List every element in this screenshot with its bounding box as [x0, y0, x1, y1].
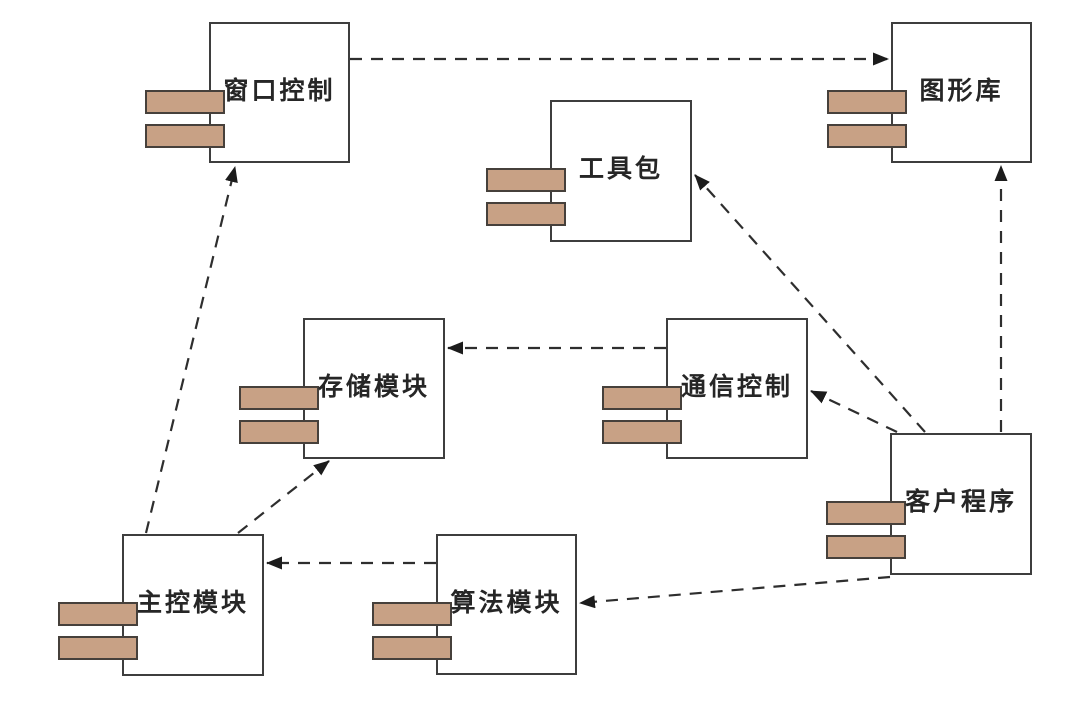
component-client-program: 客户程序 — [826, 433, 1032, 575]
component-label: 通信控制 — [680, 371, 793, 401]
connection-client-program-to-toolkit — [694, 174, 926, 433]
component-tab-icon — [372, 636, 452, 660]
component-tab-icon — [827, 90, 907, 114]
component-tab-icon — [58, 602, 138, 626]
component-label: 客户程序 — [904, 487, 1017, 516]
component-label: 图形库 — [919, 75, 1004, 105]
component-tab-icon — [58, 636, 138, 660]
component-tab-icon — [826, 501, 906, 525]
connection-client-program-to-communication-control — [810, 390, 898, 433]
component-tab-icon — [239, 386, 319, 410]
connection-main-control-module-to-window-control — [144, 166, 238, 534]
component-tab-icon — [486, 202, 566, 226]
component-storage-module: 存储模块 — [239, 318, 445, 459]
connection-client-program-to-algorithm-module — [579, 575, 891, 609]
component-tab-icon — [372, 602, 452, 626]
component-window-control: 窗口控制 — [145, 22, 350, 163]
component-tab-icon — [827, 124, 907, 148]
component-label: 窗口控制 — [223, 75, 336, 105]
component-label: 主控模块 — [136, 588, 249, 617]
component-communication-control: 通信控制 — [602, 318, 808, 459]
component-tab-icon — [145, 90, 225, 114]
component-label: 存储模块 — [317, 371, 430, 401]
connection-main-control-module-to-storage-module — [237, 460, 330, 534]
component-tab-icon — [602, 386, 682, 410]
component-main-control-module: 主控模块 — [58, 534, 264, 676]
component-tab-icon — [826, 535, 906, 559]
component-toolkit: 工具包 — [486, 100, 692, 242]
component-tab-icon — [602, 420, 682, 444]
component-label: 算法模块 — [450, 587, 563, 617]
component-label: 工具包 — [578, 154, 663, 183]
component-tab-icon — [486, 168, 566, 192]
component-tab-icon — [239, 420, 319, 444]
component-tab-icon — [145, 124, 225, 148]
component-graphics-library: 图形库 — [827, 22, 1032, 163]
component-algorithm-module: 算法模块 — [372, 534, 577, 675]
